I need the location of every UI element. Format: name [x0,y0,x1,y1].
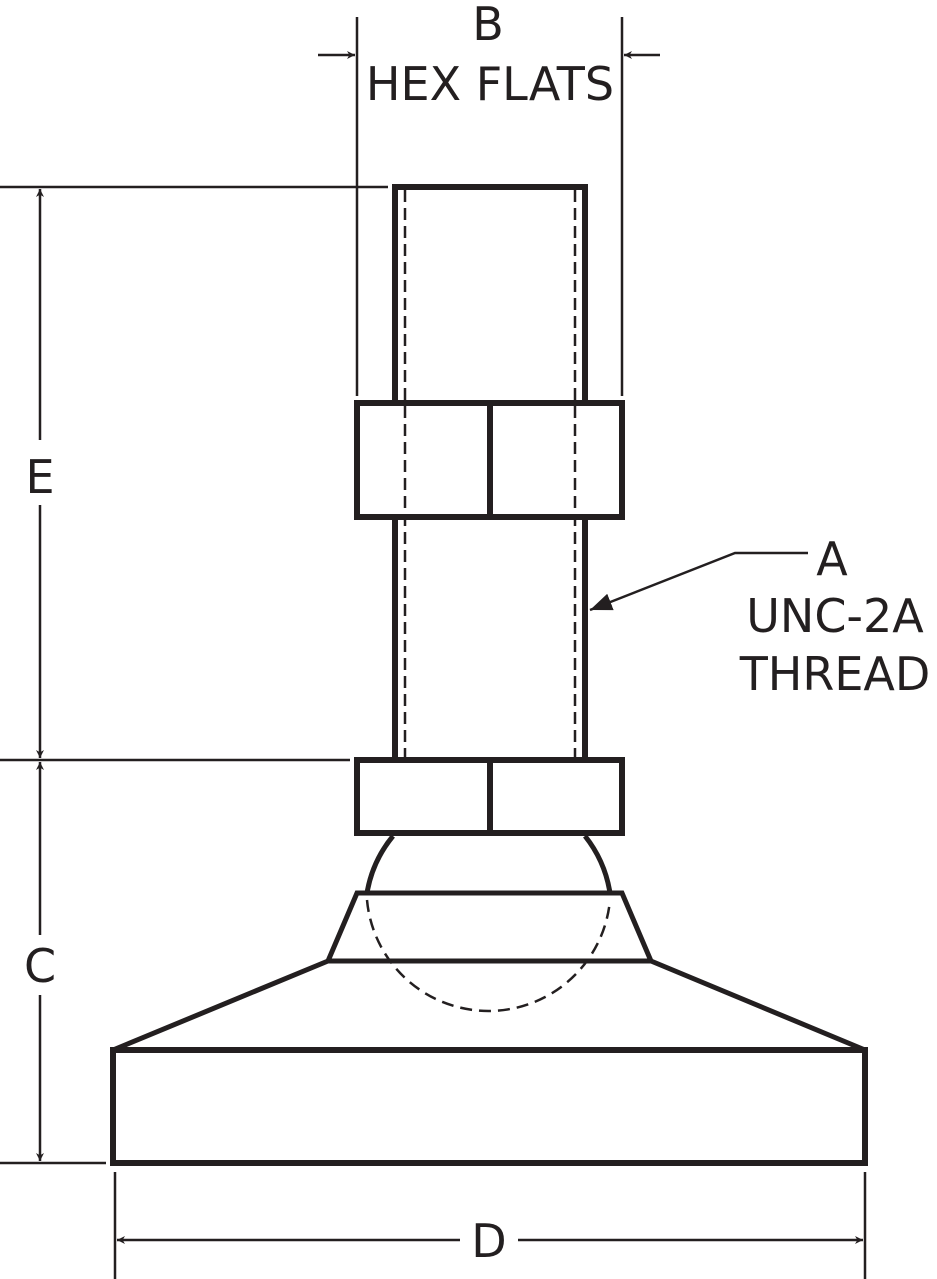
extension-lines [0,17,867,1279]
label-d: D [471,1214,506,1268]
label-e: E [25,450,54,504]
ball-visible-arc-right [583,834,613,894]
ball-visible-arc-left [364,834,395,894]
base-pad [110,1047,868,1166]
socket [324,890,655,964]
label-a: A [816,532,848,586]
label-b: B [472,0,504,51]
thread-leader-line [589,551,808,612]
label-c: C [24,939,56,993]
ball-hidden-outline [365,899,612,1013]
label-thread: THREAD [739,647,931,701]
label-thread-spec: UNC-2A [746,589,924,643]
base-cone [112,958,866,1053]
label-hex-flats: HEX FLATS [366,57,614,111]
